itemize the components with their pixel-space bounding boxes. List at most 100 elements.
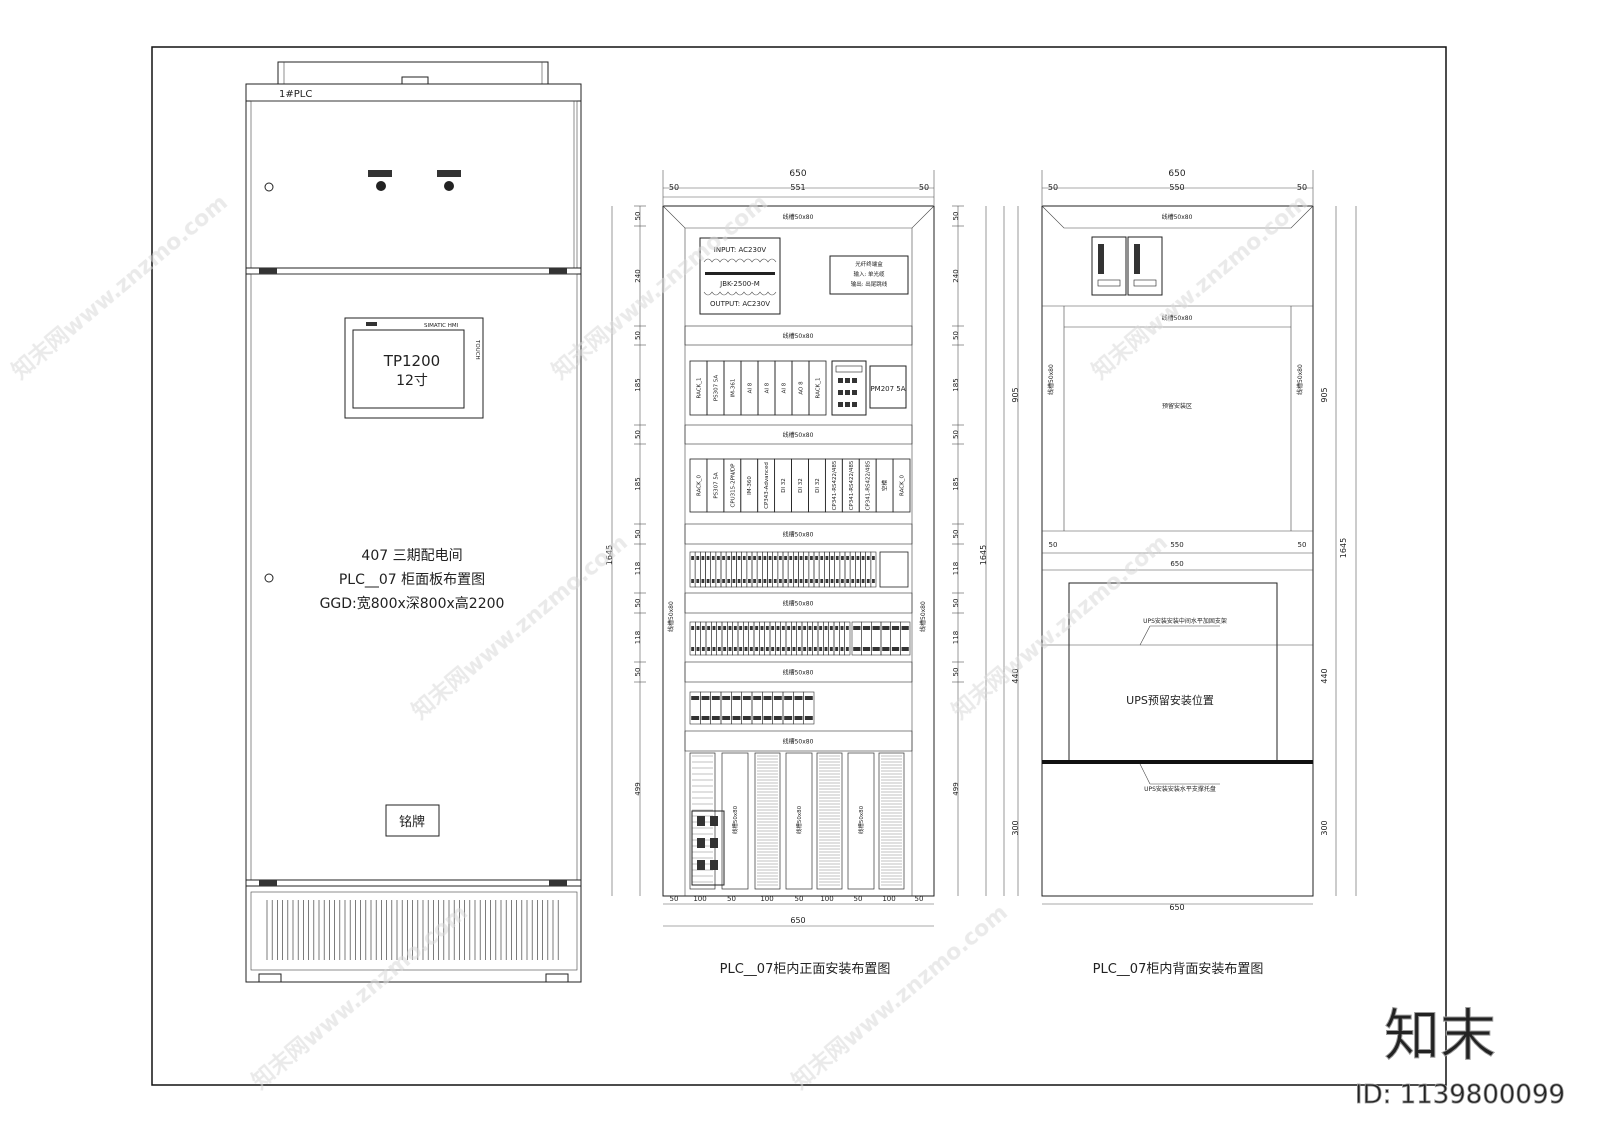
front-dim-bottom: 100 xyxy=(760,895,773,903)
watermark-site: 知末网www.znzmo.com xyxy=(247,899,473,1094)
plc-module-label: CP343-Advanced xyxy=(764,462,770,509)
back-dim-left: 300 xyxy=(1011,820,1020,835)
back-side-trough: 线槽50x80 xyxy=(1047,364,1055,395)
back-caption: PLC__07柜内背面安装布置图 xyxy=(1093,961,1264,977)
front-dim-left: 118 xyxy=(634,562,642,575)
plc-module-label: AO 8 xyxy=(799,381,805,395)
cabinet-desc-1: 407 三期配电间 xyxy=(361,548,462,564)
hmi-side-label: TOUCH xyxy=(474,339,480,360)
plc-module-label: RACK_0 xyxy=(900,475,906,496)
hmi-brand: SIMATIC HMI xyxy=(424,323,459,329)
pm207-label: PM207 5A xyxy=(870,385,905,393)
transformer-output: OUTPUT: AC230V xyxy=(710,300,770,308)
hmi-size: 12寸 xyxy=(396,373,428,389)
back-width-total: 650 xyxy=(1168,169,1185,179)
ups-sockets xyxy=(691,810,725,886)
front-dim-top: 50 xyxy=(919,183,929,192)
front-dim-bottom: 50 xyxy=(915,895,924,903)
front-dim-bottom: 100 xyxy=(820,895,833,903)
plc-module-label: PS307 5A xyxy=(713,472,719,499)
hinge-icon xyxy=(259,268,277,274)
front-dim-bottom: 50 xyxy=(854,895,863,903)
watermark-brand: 知末 xyxy=(1384,1004,1496,1069)
plc-module-label: DI 32 xyxy=(798,478,804,493)
indicator-light-2 xyxy=(437,170,461,191)
front-dim-right: 50 xyxy=(952,599,960,608)
cabinet-tag: 1#PLC xyxy=(279,89,312,100)
back-trough: 线槽50x80 xyxy=(1162,213,1193,221)
plc-module-label: 空槽 xyxy=(881,480,889,492)
front-trough: 线槽50x80 xyxy=(783,669,814,677)
plc-module-label: PS307 5A xyxy=(714,375,720,402)
hinge-icon xyxy=(549,268,567,274)
front-dim-right: 499 xyxy=(952,782,960,795)
meter-device xyxy=(831,360,867,416)
front-dim-left: 240 xyxy=(634,269,642,282)
front-trough: 线槽50x80 xyxy=(783,332,814,340)
back-mid-total: 650 xyxy=(1170,560,1183,568)
watermark-layer: 知末网www.znzmo.com 知末网www.znzmo.com 知末网www… xyxy=(7,189,1313,1094)
breaker-rows xyxy=(689,551,911,725)
front-dim-left: 50 xyxy=(634,212,642,221)
back-layout: 650 50 550 50 线槽50x80 线槽50x80 线槽50x80 线槽… xyxy=(1003,169,1357,977)
front-dim-right: 118 xyxy=(952,562,960,575)
back-mid-dim: 50 xyxy=(1298,541,1307,549)
front-height-total: 1645 xyxy=(979,545,988,565)
transformer-input: INPUT: AC230V xyxy=(714,246,767,254)
hmi-panel: SIMATIC HMI TOUCH TP1200 12寸 xyxy=(344,317,484,419)
front-caption: PLC__07柜内正面安装布置图 xyxy=(720,961,891,977)
front-dim-right: 240 xyxy=(952,269,960,282)
front-dim-left: 50 xyxy=(634,530,642,539)
cabinet-panel-view: 1#PLC SIMATIC HMI TOUCH TP1200 12寸 xyxy=(245,61,582,983)
back-dim-top: 50 xyxy=(1048,183,1058,192)
back-reserved-area: 预留安装区 xyxy=(1162,402,1192,410)
watermark-site: 知末网www.znzmo.com xyxy=(7,189,233,384)
hmi-model: TP1200 xyxy=(383,352,440,370)
front-dim-bottom: 100 xyxy=(882,895,895,903)
plc-module-label: AI 8 xyxy=(782,382,788,393)
fiber-box-line: 光纤终端盒 xyxy=(855,260,883,268)
ventilation-grille xyxy=(266,900,559,960)
nameplate-label: 铭牌 xyxy=(399,814,425,830)
plc-module-label: CP341-RS422/485 xyxy=(849,460,855,510)
plc-module-label: IM-361 xyxy=(731,379,737,398)
back-dim-top: 50 xyxy=(1297,183,1307,192)
front-dim-right: 50 xyxy=(952,530,960,539)
front-side-trough: 线槽50x80 xyxy=(667,601,675,632)
cabinet-desc-3: GGD:宽800x深800x高2200 xyxy=(320,595,505,612)
back-dim-right: 300 xyxy=(1320,820,1329,835)
front-dim-top: 551 xyxy=(790,183,805,192)
front-layout: 650 50 551 50 线槽50x80 线槽50x80线槽50x80线槽50… xyxy=(605,169,988,977)
plc-module-label: AI 8 xyxy=(765,382,771,393)
plc-module xyxy=(808,360,827,416)
plc-module-label: CP341-RS422/485 xyxy=(866,460,872,510)
front-dim-right: 50 xyxy=(952,430,960,439)
back-dim-top: 550 xyxy=(1169,183,1184,192)
cabinet-desc-2: PLC__07 柜面板布置图 xyxy=(339,572,485,588)
meter-detail xyxy=(835,365,863,407)
fiber-terminal-box: 光纤终端盒 输入: 单光缆 输出: 出尾跳线 xyxy=(829,255,909,295)
front-width-total: 650 xyxy=(789,169,806,179)
sheet-border xyxy=(151,46,1447,1086)
back-trough-2: 线槽50x80 xyxy=(1162,314,1193,322)
watermark-site: 知末网www.znzmo.com xyxy=(787,899,1013,1094)
front-dim-right: 50 xyxy=(952,331,960,340)
back-height-total: 1645 xyxy=(1339,538,1348,558)
back-dim-left: 905 xyxy=(1011,387,1020,402)
plc-module-label: DI 32 xyxy=(781,478,787,493)
ups-label: UPS预留安装位置 xyxy=(1126,693,1214,707)
door-lock-icon xyxy=(264,182,274,192)
nameplate xyxy=(385,804,440,837)
front-dim-left: 50 xyxy=(634,668,642,677)
back-dim-right: 440 xyxy=(1320,668,1329,683)
front-dim-left: 499 xyxy=(634,782,642,795)
front-height-total: 1645 xyxy=(605,545,614,565)
front-side-trough: 线槽50x80 xyxy=(919,601,927,632)
back-mid-dim: 50 xyxy=(1049,541,1058,549)
plc-module-label: IM-360 xyxy=(747,476,753,495)
fiber-box-line: 输出: 出尾跳线 xyxy=(851,280,888,288)
front-trough: 线槽50x80 xyxy=(783,600,814,608)
